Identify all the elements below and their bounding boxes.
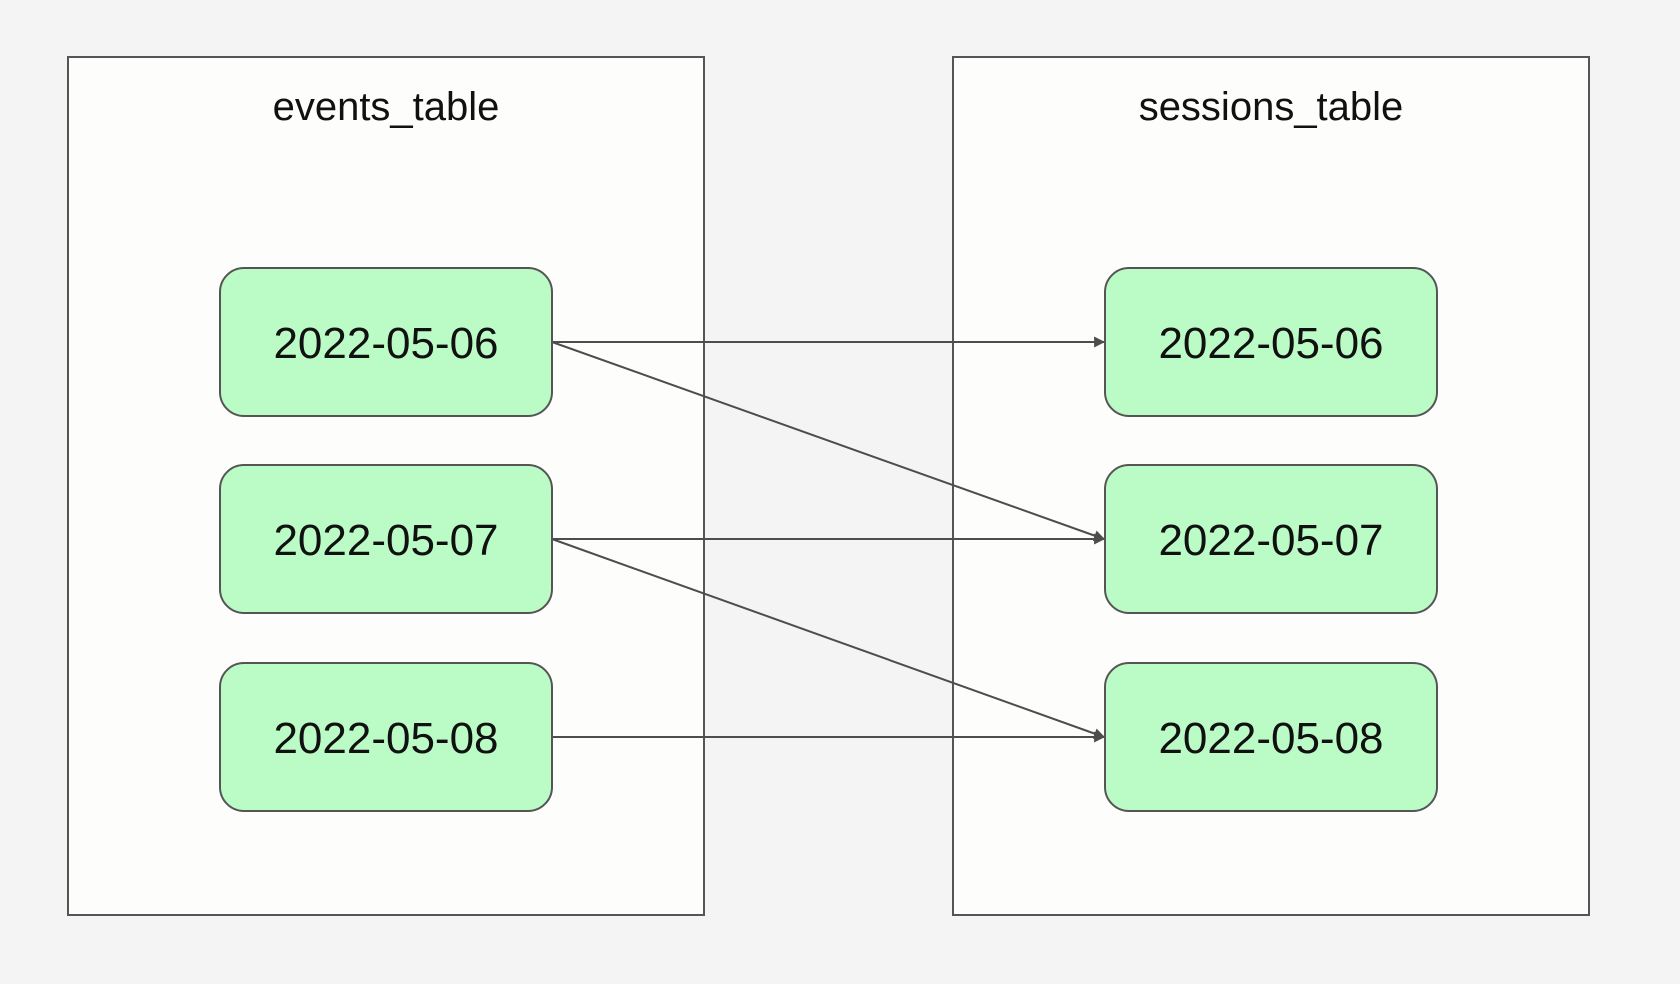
edges: [551, 336, 1106, 743]
node-events-2022-05-08[interactable]: 2022-05-08: [219, 662, 553, 812]
node-box[interactable]: [219, 464, 553, 614]
edge-e1-s2: [551, 341, 1106, 541]
node-label: 2022-05-07: [1158, 516, 1383, 565]
node-box[interactable]: [219, 267, 553, 417]
node-sessions-2022-05-06[interactable]: 2022-05-06: [1104, 267, 1438, 417]
node-label: 2022-05-06: [273, 319, 498, 368]
edge-e2-s3: [551, 538, 1106, 739]
node-sessions-2022-05-07[interactable]: 2022-05-07: [1104, 464, 1438, 614]
node-box[interactable]: [1104, 267, 1438, 417]
node-box[interactable]: [1104, 662, 1438, 812]
node-events-2022-05-06[interactable]: 2022-05-06: [219, 267, 553, 417]
node-label: 2022-05-06: [1158, 319, 1383, 368]
cluster-title: sessions_table: [1139, 85, 1404, 129]
node-label: 2022-05-08: [1158, 714, 1383, 763]
node-sessions-2022-05-08[interactable]: 2022-05-08: [1104, 662, 1438, 812]
node-box[interactable]: [219, 662, 553, 812]
cluster-title: events_table: [273, 85, 500, 129]
node-label: 2022-05-07: [273, 516, 498, 565]
node-box[interactable]: [1104, 464, 1438, 614]
node-label: 2022-05-08: [273, 714, 498, 763]
node-events-2022-05-07[interactable]: 2022-05-07: [219, 464, 553, 614]
